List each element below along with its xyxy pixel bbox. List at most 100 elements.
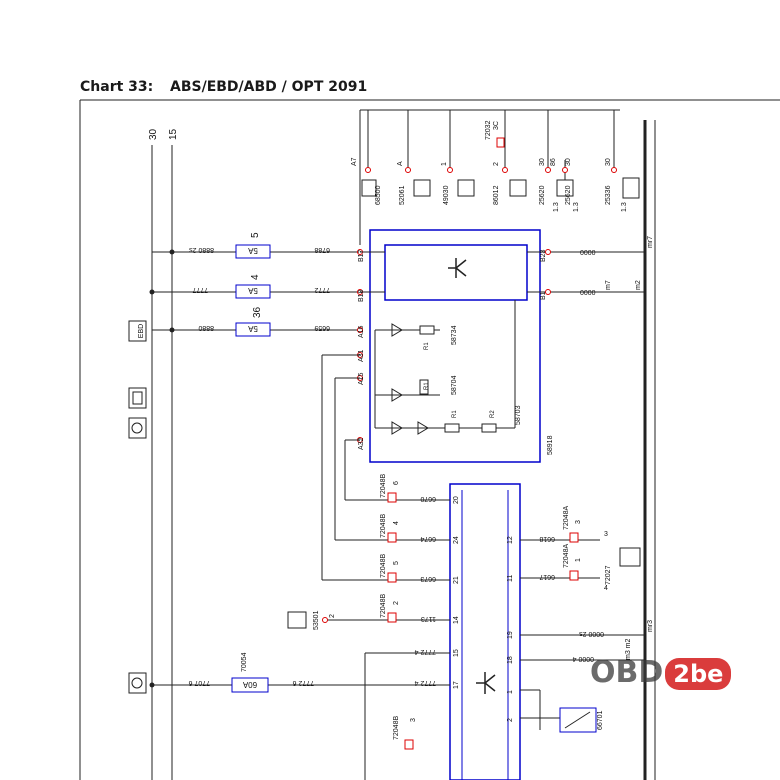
right-row-11: 11 6617 72048A 1 72027 3 4	[507, 531, 641, 592]
hydraulic-relay-symbol	[476, 672, 496, 694]
connector-num: 5	[393, 561, 400, 565]
sensor-25620-b: 25620 30 1.3	[562, 158, 580, 212]
pin-label: 19	[507, 631, 514, 639]
pin-label: 15	[453, 649, 460, 657]
wire-label: 7772 4	[414, 679, 436, 686]
led-branch-3: R1 R2 58703	[375, 405, 522, 435]
sensor-code: 25620	[539, 185, 546, 205]
wire-label: 6674	[420, 535, 436, 542]
led-code: 58734	[451, 325, 458, 345]
sensor-extra: 1.3	[621, 202, 628, 212]
pin-label: 14	[453, 616, 460, 624]
connector-code: 72048A	[563, 544, 570, 568]
wire-label: 6617	[539, 573, 555, 580]
connector-row-24: 72048B 4 6674 24	[335, 514, 460, 544]
right-row-19: 19 0000 2s	[507, 630, 645, 639]
module-relay	[384, 244, 528, 301]
connector-row-21: 72048B 5 6673 21	[322, 554, 460, 584]
chart-name: ABS/EBD/ABD / OPT 2091	[170, 79, 368, 95]
bottom-connector: 72048B 3	[393, 716, 417, 750]
sensor-code: 72027	[605, 565, 612, 585]
pin-label: 18	[507, 656, 514, 664]
sensor-49030: 49030 1	[441, 110, 475, 205]
sensor-code: 25336	[605, 185, 612, 205]
sensor-25336: 25336 30 1.3	[605, 110, 640, 212]
led-branch-1: R1 58734	[375, 323, 458, 350]
wire-label: 6618	[539, 535, 555, 542]
connector-num: 3	[575, 520, 582, 524]
sensor-pin: 2	[493, 162, 500, 166]
right-row-1: 1	[507, 689, 541, 730]
wire-label: 7772	[314, 286, 330, 293]
wire-label: 0000 2s	[579, 630, 604, 637]
pin-label: 24	[453, 536, 460, 544]
connector-code: 72048B	[380, 514, 387, 538]
wire-label: 8880	[198, 324, 214, 331]
connector-code: 72048B	[380, 594, 387, 618]
right-row-2: 2 66701	[507, 707, 604, 733]
sensor-code: 86012	[493, 185, 500, 205]
led-code: 58704	[451, 375, 458, 395]
sensor-pin: 1	[441, 162, 448, 166]
rail-30-label: 30	[148, 128, 159, 140]
fuse-row-5: 5A 5 8880 2s 6788 B17	[152, 232, 365, 262]
fuse-rating: 60A	[242, 680, 257, 689]
fuse-number: 5	[250, 232, 261, 238]
connector-num: 6	[393, 481, 400, 485]
module-code: 58918	[547, 435, 554, 455]
resistor-label: R2	[490, 410, 496, 418]
sensor-pin: 30	[565, 158, 572, 166]
chart-title: Chart 33: ABS/EBD/ABD / OPT 2091	[80, 79, 367, 95]
led-code: 58703	[515, 405, 522, 425]
pin-label: 1	[507, 690, 514, 694]
sensor-pin: A	[397, 161, 404, 166]
pin-label: 2	[507, 718, 514, 722]
connector-row-20: 72048B 6 6670 20	[345, 474, 460, 504]
led-branch-2: R1 58704	[375, 375, 458, 402]
sensor-extra: 1.3	[553, 202, 560, 212]
sensor-68500: 68500 A7	[351, 110, 382, 205]
wire-label: 1173	[421, 615, 436, 622]
connector-pin: 3C	[493, 121, 500, 130]
chart-number: Chart 33:	[80, 79, 154, 95]
wire-label: 7772 4	[414, 648, 436, 655]
ground-bus-label: mr7	[647, 236, 654, 248]
sensor-52061: 52061 A	[397, 110, 431, 205]
sensor-pin: 30	[539, 158, 546, 166]
connector-code: 72048B	[380, 554, 387, 578]
relay-symbol	[448, 258, 467, 278]
connector-code: 72048A	[563, 506, 570, 530]
ebd-warning-icon: EBD	[128, 320, 147, 342]
wire-label: 6673	[420, 575, 436, 582]
device-pin: 2	[329, 614, 336, 618]
svg-text:EBD: EBD	[138, 324, 145, 338]
wire-label: 0000 4	[572, 655, 594, 662]
fuse-row-4: 5A 4 7777 7772 B18	[149, 274, 365, 302]
fuse-code: 70054	[241, 652, 248, 672]
fuse-row-36: 5A 36 8880 6659 A16	[152, 306, 365, 338]
connector-row-14: 72048B 2 1173 14 53501 2	[287, 594, 460, 630]
sensor-code: 25620	[565, 185, 572, 205]
wire-label: 7772 6	[292, 679, 314, 686]
resistor-label: R1	[452, 410, 458, 418]
wire-label: 6670	[420, 495, 436, 502]
connector-code: 72048B	[380, 474, 387, 498]
pin-label: A31	[358, 349, 365, 362]
right-row-18: 18 0000 4 m3 m2	[507, 639, 645, 664]
pin-label: 17	[453, 681, 460, 689]
brake-icon	[128, 387, 147, 409]
fuse-rating: 5A	[247, 246, 257, 255]
pin-label: A32	[358, 437, 365, 450]
wire-label: 7777	[192, 286, 208, 293]
pin-label: A15	[358, 372, 365, 385]
connector-num: 1	[575, 558, 582, 562]
pin-label: 20	[453, 496, 460, 504]
pin-label: 11	[507, 575, 514, 582]
fuse-number: 4	[250, 274, 261, 280]
pin-label: B17	[358, 249, 365, 262]
watermark-part2: 2be	[665, 658, 732, 690]
ground-bus-label: mr3	[647, 620, 654, 632]
pin-label: B23	[540, 249, 547, 262]
